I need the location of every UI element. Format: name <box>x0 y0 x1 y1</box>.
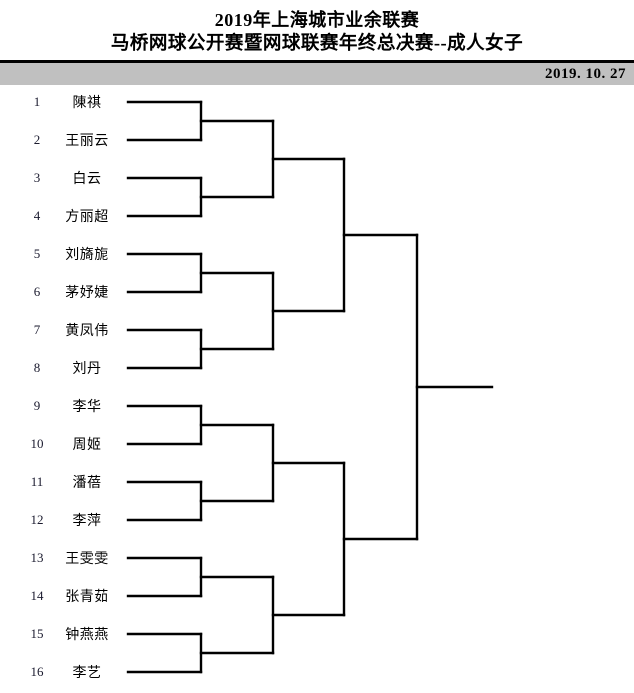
seed-number: 6 <box>33 284 41 299</box>
seed-row[interactable]: 3 白云 <box>0 167 128 189</box>
player-name: 张青茹 <box>65 588 109 604</box>
player-name: 李艺 <box>72 664 102 680</box>
header-divider-rule <box>0 60 634 63</box>
seed-row[interactable]: 9 李华 <box>0 395 128 417</box>
player-name: 周姬 <box>72 436 102 452</box>
seed-row[interactable]: 13 王雯雯 <box>0 547 128 569</box>
seed-number: 10 <box>30 436 44 451</box>
player-name: 茅妤婕 <box>65 284 109 300</box>
seed-number: 3 <box>33 170 41 185</box>
seed-row[interactable]: 11 潘蓓 <box>0 471 128 493</box>
seed-row[interactable]: 1 陳祺 <box>0 91 128 113</box>
player-name: 白云 <box>72 170 102 186</box>
title-line-2: 马桥网球公开赛暨网球联赛年终总决赛--成人女子 <box>110 34 524 54</box>
seed-row[interactable]: 6 茅妤婕 <box>0 281 128 303</box>
seed-number: 8 <box>33 360 41 375</box>
seed-number: 15 <box>30 626 44 641</box>
seed-row[interactable]: 14 张青茹 <box>0 585 128 607</box>
player-name: 李萍 <box>72 512 102 528</box>
player-name: 黄凤伟 <box>65 322 109 338</box>
seed-row[interactable]: 10 周姬 <box>0 433 128 455</box>
seed-row[interactable]: 4 方丽超 <box>0 205 128 227</box>
player-name: 李华 <box>72 398 102 414</box>
seed-number: 13 <box>30 550 44 565</box>
seed-row[interactable]: 8 刘丹 <box>0 357 128 379</box>
title-line-1: 2019年上海城市业余联赛 <box>214 10 420 30</box>
player-name: 陳祺 <box>72 94 102 110</box>
seed-number: 16 <box>30 664 44 679</box>
seed-number: 12 <box>30 512 44 527</box>
seed-row[interactable]: 5 刘旖旎 <box>0 243 128 265</box>
seed-number: 14 <box>30 588 44 603</box>
seed-number: 1 <box>33 94 41 109</box>
seed-row[interactable]: 7 黄凤伟 <box>0 319 128 341</box>
tournament-bracket: 1 陳祺 2 王丽云 3 白云 4 方丽超 5 刘旖旎 6 茅妤婕 7 黄凤伟 8 刘丹 9 李华 10 周姬 11 潘蓓… <box>0 85 634 693</box>
event-date: 2019. 10. 27 <box>545 66 626 82</box>
player-name: 钟燕燕 <box>65 626 109 642</box>
player-name: 刘旖旎 <box>65 246 109 262</box>
player-name: 王雯雯 <box>65 550 109 566</box>
seed-row[interactable]: 15 钟燕燕 <box>0 623 128 645</box>
seed-number: 9 <box>33 398 41 413</box>
bracket-lines <box>126 100 494 674</box>
player-name: 潘蓓 <box>72 474 102 490</box>
player-name: 王丽云 <box>65 132 109 148</box>
seed-row[interactable]: 16 李艺 <box>0 661 128 683</box>
seed-number: 5 <box>33 246 41 261</box>
seed-number: 2 <box>33 132 41 147</box>
seed-number: 11 <box>30 474 44 489</box>
seed-row[interactable]: 2 王丽云 <box>0 129 128 151</box>
seed-number: 7 <box>33 322 41 337</box>
header: 2019年上海城市业余联赛 马桥网球公开赛暨网球联赛年终总决赛--成人女子 <box>0 0 634 56</box>
date-bar <box>0 63 634 85</box>
player-name: 方丽超 <box>65 208 109 224</box>
seed-row[interactable]: 12 李萍 <box>0 509 128 531</box>
seed-number: 4 <box>33 208 41 223</box>
player-name: 刘丹 <box>72 360 102 376</box>
